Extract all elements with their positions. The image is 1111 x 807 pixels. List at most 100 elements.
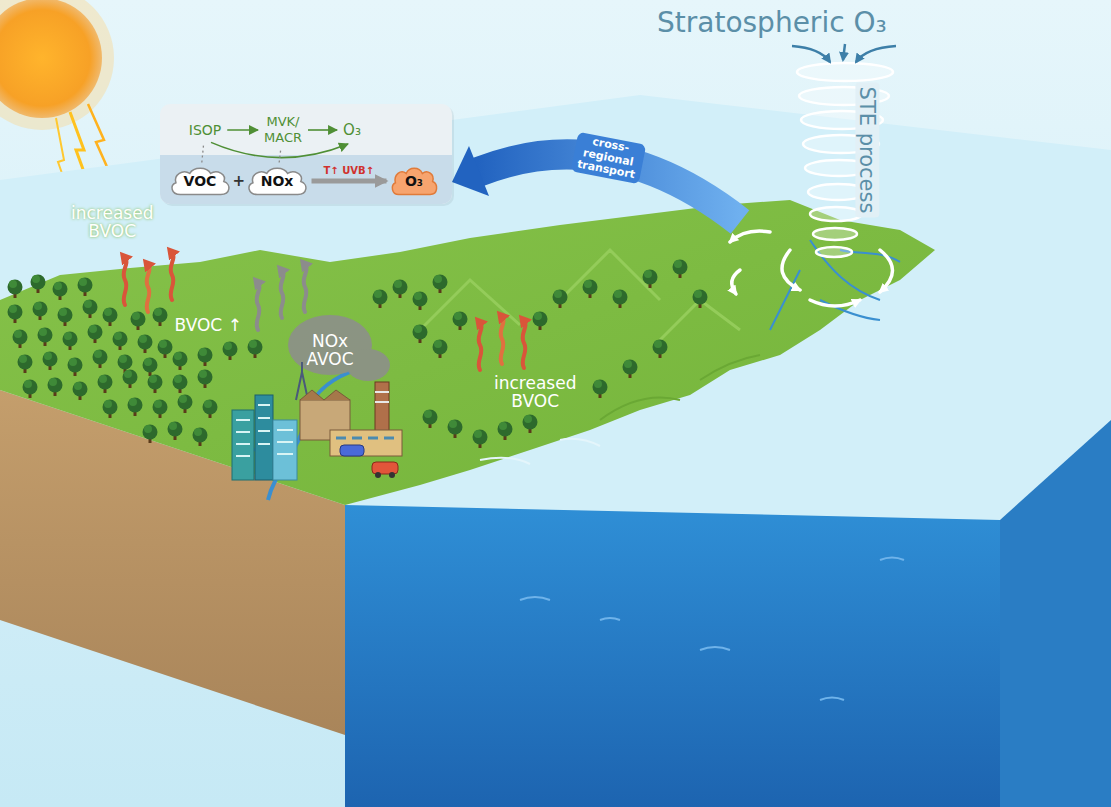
forest-part: [533, 312, 548, 331]
city-part: [300, 390, 350, 400]
forest-part: [78, 278, 93, 297]
emission-arrows-part: [304, 265, 307, 312]
forest-part: [473, 430, 488, 449]
forest-part: [143, 358, 158, 377]
block-part: [600, 618, 844, 700]
city-part: [255, 395, 273, 480]
forest-part: [198, 348, 213, 367]
emission-arrows-part: [479, 323, 482, 370]
forest-part: [393, 280, 408, 299]
forest-part: [433, 275, 448, 294]
land: [0, 200, 935, 505]
forest-part: [158, 340, 173, 359]
emission-arrows-part: [147, 265, 150, 312]
forest-part: [623, 360, 638, 379]
node-text: NOx: [261, 173, 294, 190]
emission-arrows-part: [281, 271, 284, 318]
node-text: VOC: [184, 173, 217, 190]
forest-part: [693, 290, 708, 309]
swirl-part: [732, 270, 740, 294]
forest-part: [113, 332, 128, 351]
chemistry-panel-part: [160, 155, 452, 204]
forest-part: [98, 375, 113, 394]
descent-arrows-part: [792, 46, 830, 62]
forest: [8, 260, 708, 449]
forest-part: [613, 290, 628, 309]
forest-part: [153, 400, 168, 419]
city-part: [330, 430, 402, 456]
forest-part: [33, 302, 48, 321]
forest-part: [433, 340, 448, 359]
forest-part: [58, 308, 73, 327]
forest-part: [103, 308, 118, 327]
forest-part: [83, 300, 98, 319]
forest-part: [173, 352, 188, 371]
descent-arrows: [792, 44, 896, 62]
chemistry-panel-part: [160, 104, 452, 204]
forest-part: [248, 340, 263, 359]
forest-part: [53, 282, 68, 301]
forest-part: [173, 375, 188, 394]
forest-part: [198, 370, 213, 389]
cloud-shape: O₃: [390, 166, 439, 197]
swirl: [730, 231, 893, 306]
land-part: [0, 200, 935, 505]
city-part: [372, 462, 398, 474]
forest-part: [18, 355, 33, 374]
forest-part: [143, 425, 158, 444]
forest-part: [178, 395, 193, 414]
node-text: O₃: [405, 173, 423, 190]
city: [232, 362, 402, 480]
cloud-shape: VOC: [169, 166, 232, 197]
forest-part: [43, 352, 58, 371]
city-part: [375, 392, 389, 402]
descent-arrows-part: [856, 46, 896, 62]
block-part: [1000, 420, 1111, 807]
forest-part: [23, 380, 38, 399]
node-text: MVK/ MACR: [264, 114, 302, 145]
cloud-path: [249, 168, 306, 194]
emission-arrows-part: [523, 321, 526, 368]
forest-part: [38, 328, 53, 347]
chemistry-panel: [160, 104, 454, 206]
river-part: [770, 240, 900, 330]
swirl-part: [730, 231, 770, 242]
connector-arrow: [308, 129, 337, 131]
swirl-part: [782, 250, 800, 290]
connector-arrow: [279, 151, 280, 163]
emission-arrows-part: [257, 283, 260, 330]
forest-part: [128, 398, 143, 417]
forest-part: [373, 290, 388, 309]
forest-part: [453, 312, 468, 331]
tornado-part: [797, 63, 893, 81]
city-part: [336, 437, 394, 440]
tornado: [797, 63, 893, 257]
forest-part: [593, 380, 608, 399]
forest-part: [498, 422, 513, 441]
city-part: [375, 472, 381, 478]
block-part: [345, 505, 1000, 807]
forest-part: [168, 422, 183, 441]
forest-part: [13, 330, 28, 349]
emission-label: NOx AVOC: [307, 332, 354, 369]
forest-part: [653, 340, 668, 359]
forest-part: [131, 312, 146, 331]
forest-part: [68, 358, 83, 377]
cloud-path: [172, 168, 229, 194]
forest-part: [553, 290, 568, 309]
chem-term: ISOP: [186, 120, 224, 141]
emission-arrows-part: [124, 258, 127, 305]
plus-sign: +: [233, 172, 246, 190]
tornado-part: [813, 228, 857, 240]
emission-arrows: [124, 253, 526, 370]
forest-part: [643, 270, 658, 289]
forest-part: [448, 420, 463, 439]
forest-part: [193, 428, 208, 447]
forest-part: [123, 370, 138, 389]
land-part: [480, 439, 600, 464]
land-part: [600, 355, 760, 420]
forest-part: [673, 260, 688, 279]
edge-label: T↑ UVB↑: [324, 165, 375, 176]
swirl-part: [810, 300, 860, 306]
descent-arrows-part: [843, 44, 845, 60]
